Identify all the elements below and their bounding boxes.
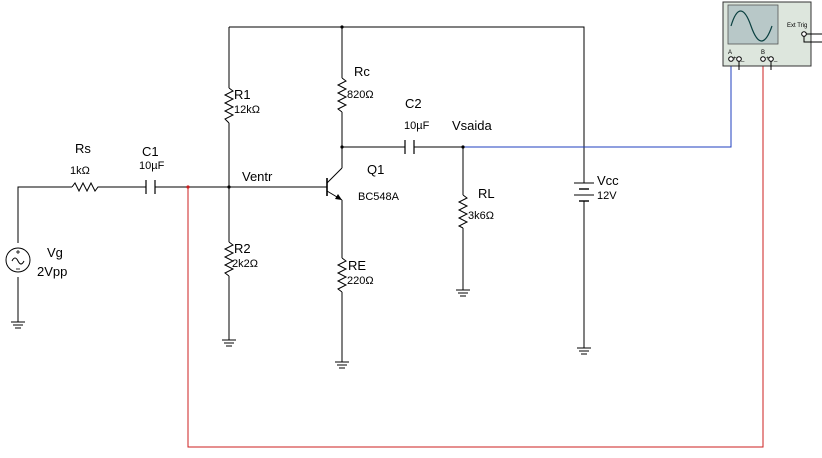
resistor-r1-symbol bbox=[223, 87, 235, 124]
junction-output bbox=[461, 145, 465, 149]
ground-icon bbox=[11, 321, 25, 329]
oscilloscope-screen bbox=[727, 4, 779, 45]
vg-ref-label: Vg bbox=[47, 245, 63, 260]
junction-collector bbox=[340, 145, 344, 149]
scope-terminal-a-gnd[interactable] bbox=[736, 56, 742, 62]
c1-ref-label: C1 bbox=[142, 144, 159, 159]
labels: Rs 1kΩ C1 10µF R1 12kΩ R2 2k2Ω Rc 820Ω R… bbox=[37, 64, 619, 287]
r2-value-label: 2k2Ω bbox=[232, 258, 258, 270]
resistor-rc-symbol bbox=[336, 77, 348, 113]
transistor-q1-symbol bbox=[326, 167, 343, 201]
junction-probe-b bbox=[186, 185, 190, 189]
scope-a-plus: + bbox=[733, 56, 737, 62]
scope-terminal-a[interactable] bbox=[728, 56, 734, 62]
scope-b-plus: + bbox=[766, 56, 770, 62]
scope-channel-b-label: B bbox=[761, 50, 765, 56]
resistor-rs-symbol bbox=[71, 181, 100, 193]
ground-icon bbox=[456, 289, 470, 297]
rs-value-label: 1kΩ bbox=[70, 165, 90, 177]
vg-value-label: 2Vpp bbox=[37, 264, 67, 279]
junction-top-rc bbox=[340, 25, 344, 29]
scope-terminal-ext-trig[interactable] bbox=[801, 31, 807, 37]
capacitor-c2-symbol bbox=[404, 140, 415, 154]
junctions bbox=[186, 25, 465, 189]
ground-icon bbox=[577, 347, 591, 355]
oscilloscope-trace bbox=[730, 10, 773, 42]
capacitor-c1-symbol bbox=[145, 180, 156, 194]
scope-channel-a-label: A bbox=[728, 50, 732, 56]
r1-value-label: 12kΩ bbox=[234, 104, 260, 116]
q1-ref-label: Q1 bbox=[367, 162, 384, 177]
q1-value-label: BC548A bbox=[358, 191, 400, 203]
scope-ext-trig-label: Ext Trig bbox=[787, 23, 807, 29]
wires bbox=[17, 26, 764, 448]
ground-icon bbox=[335, 361, 349, 369]
wire-vg-rs bbox=[17, 186, 72, 243]
re-ref-label: RE bbox=[348, 258, 366, 273]
re-value-label: 220Ω bbox=[347, 275, 374, 287]
ac-source-vg-symbol bbox=[5, 247, 31, 273]
wire-probe-a bbox=[463, 60, 732, 148]
rl-ref-label: RL bbox=[478, 186, 495, 201]
junction-base bbox=[227, 185, 231, 189]
vcc-value-label: 12V bbox=[597, 190, 617, 202]
rs-ref-label: Rs bbox=[75, 141, 91, 156]
r2-ref-label: R2 bbox=[234, 241, 251, 256]
oscilloscope[interactable]: A B Ext Trig + _ + _ bbox=[722, 1, 822, 70]
rc-ref-label: Rc bbox=[354, 64, 370, 79]
resistor-r2-symbol bbox=[223, 241, 235, 277]
scope-terminal-b[interactable] bbox=[760, 56, 766, 62]
scope-ext-trig-wire bbox=[738, 33, 822, 70]
scope-terminal-b-gnd[interactable] bbox=[768, 56, 774, 62]
scope-b-minus: _ bbox=[773, 56, 778, 62]
resistor-re-symbol bbox=[336, 257, 348, 293]
scope-a-minus: _ bbox=[740, 56, 745, 62]
net-vsaida-label: Vsaida bbox=[452, 118, 493, 133]
c2-value-label: 10µF bbox=[404, 120, 430, 132]
c2-ref-label: C2 bbox=[405, 96, 422, 111]
resistor-rl-symbol bbox=[457, 194, 469, 229]
r1-ref-label: R1 bbox=[234, 87, 251, 102]
rl-value-label: 3k6Ω bbox=[468, 210, 494, 222]
wire-probe-b bbox=[187, 60, 764, 448]
c1-value-label: 10µF bbox=[139, 160, 165, 172]
ground-icon bbox=[222, 339, 236, 347]
rc-value-label: 820Ω bbox=[347, 89, 374, 101]
net-ventr-label: Ventr bbox=[242, 169, 273, 184]
wire-top-rail bbox=[229, 26, 585, 183]
vcc-ref-label: Vcc bbox=[597, 173, 619, 188]
battery-vcc-symbol bbox=[574, 182, 594, 206]
